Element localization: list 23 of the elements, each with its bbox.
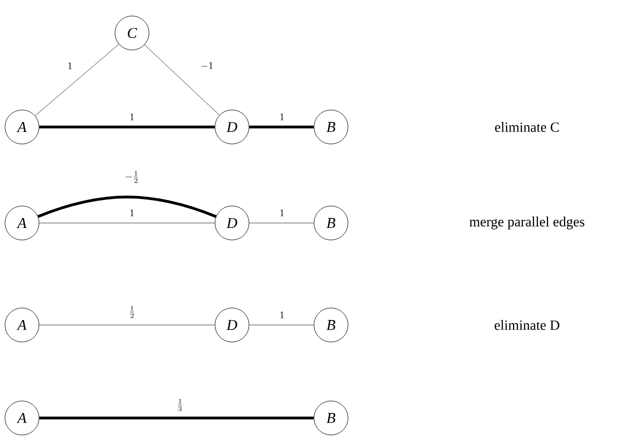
edge-label: $-1$ [200,61,214,71]
edge-label: $1$ [278,208,286,218]
edge-label: $-\frac{1}{2}$ [124,170,140,184]
edge-line [39,126,215,128]
step-label: merge parallel edges [470,216,584,230]
edge-label: $1$ [66,62,74,70]
edge-line [249,222,314,224]
edge-label: $\frac{1}{2}$ [128,305,136,319]
edge-line [39,324,215,326]
edge-line [39,222,215,224]
edge-label: $1$ [128,112,136,122]
step-label: eliminate C [495,122,559,132]
step-label: eliminate D [494,320,560,330]
edge-label: $1$ [278,112,286,122]
edge-label: $1$ [128,208,136,218]
edge-line [38,196,216,218]
edge-label: $1$ [278,310,286,320]
edge-line [34,44,120,116]
edge-line [39,416,314,420]
edge-line [249,126,314,128]
edge-line [144,44,220,116]
edge-label: $\frac{1}{3}$ [176,398,184,412]
edge-line [249,324,314,326]
